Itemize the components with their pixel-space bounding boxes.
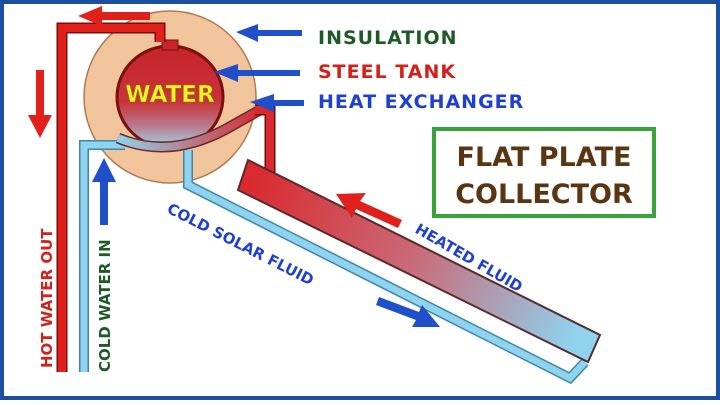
cold-water-in-label: COLD WATER IN [96, 239, 114, 372]
heat-exchanger-callout-arrow [250, 94, 304, 112]
flat-plate-collector [236, 158, 602, 364]
insulation-label: INSULATION [318, 27, 458, 49]
hot-water-out-label: HOT WATER OUT [38, 228, 56, 368]
hot-out-top-arrow [78, 6, 150, 26]
cold-in-up-arrow [92, 158, 116, 225]
steel-tank-callout-arrow [214, 64, 300, 82]
heat-exchanger-label: HEAT EXCHANGER [318, 91, 524, 113]
title-line-2: COLLECTOR [455, 179, 633, 210]
cold-solar-arrow [376, 297, 440, 327]
water-label: WATER [125, 82, 215, 108]
title-box [432, 127, 656, 218]
steel-tank-label: STEEL TANK [318, 61, 456, 83]
hot-out-down-arrow [28, 70, 52, 138]
heated-fluid-arrow [336, 193, 402, 228]
insulation-callout-arrow [236, 24, 302, 42]
title-line-1: FLAT PLATE [457, 142, 632, 173]
tank-top-vent [161, 39, 179, 51]
